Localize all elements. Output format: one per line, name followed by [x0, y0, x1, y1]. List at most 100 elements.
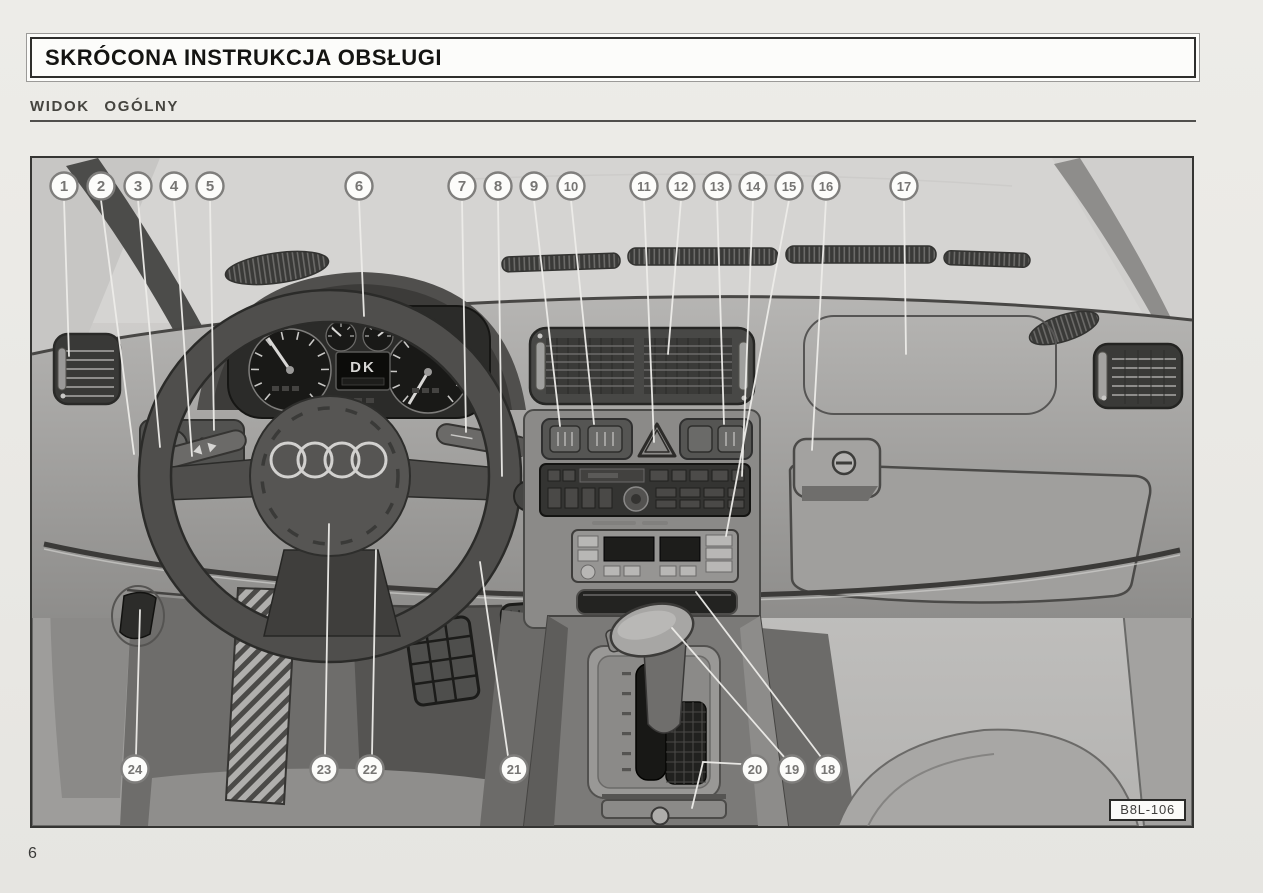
climate-control-panel — [571, 529, 739, 583]
callout-leader-12 — [667, 199, 682, 355]
steering-wheel-rim — [140, 291, 520, 661]
center-air-vents — [528, 326, 756, 406]
storage-tray — [576, 589, 738, 615]
callout-circle-14 — [738, 171, 768, 201]
callout-number-15: 15 — [782, 179, 796, 194]
callout-leader-24 — [135, 609, 141, 756]
shift-lever-stem — [643, 641, 687, 734]
callout-number-7: 7 — [458, 178, 466, 195]
callout-circle-11 — [629, 171, 659, 201]
right-air-vent — [1092, 342, 1184, 410]
callout-number-17: 17 — [897, 179, 911, 194]
page-title: SKRÓCONA INSTRUKCJA OBSŁUGI — [45, 44, 443, 70]
callout-number-4: 4 — [170, 178, 179, 195]
trim-label-mark2 — [642, 521, 668, 525]
callout-number-5: 5 — [206, 178, 214, 195]
steering-wheel — [137, 288, 545, 664]
trim-label-mark — [592, 521, 636, 525]
callout-circle-20 — [740, 754, 770, 784]
hood-release-lever — [111, 585, 165, 647]
climate-display-left — [603, 536, 655, 562]
callout-leader-11 — [643, 199, 655, 443]
console-left-floor — [480, 610, 548, 826]
radio-unit — [539, 463, 751, 517]
callout-leader-2 — [100, 199, 135, 455]
page-number: 6 — [28, 845, 37, 862]
callout-circle-23 — [309, 754, 339, 784]
callout-leader-5 — [209, 199, 215, 431]
callout-leader-4 — [173, 199, 193, 457]
glovebox-latch — [792, 437, 882, 501]
callout-leader-21 — [479, 561, 509, 757]
callout-circle-12 — [666, 171, 696, 201]
callout-number-10: 10 — [564, 179, 578, 194]
section-heading-text: WIDOK OGÓLNY — [30, 98, 180, 115]
callout-number-2: 2 — [97, 178, 105, 195]
callout-circle-9 — [519, 171, 549, 201]
switch-row — [541, 418, 753, 460]
callout-number-21: 21 — [507, 762, 521, 777]
callout-leader-16 — [811, 199, 827, 451]
callout-leader-7 — [461, 199, 467, 433]
callout-circle-4 — [159, 171, 189, 201]
right-a-pillar-edge — [1054, 158, 1192, 393]
left-right-arrows-icon — [193, 442, 217, 455]
callout-leader-14 — [741, 199, 754, 477]
callout-number-9: 9 — [530, 178, 538, 195]
callout-circle-8 — [483, 171, 513, 201]
callout-number-6: 6 — [355, 178, 363, 195]
callout-circle-3 — [123, 171, 153, 201]
callout-leader-17 — [903, 199, 907, 355]
callout-number-8: 8 — [494, 178, 502, 195]
callout-circle-1 — [49, 171, 79, 201]
climate-display-right — [659, 536, 701, 562]
callout-circle-21 — [499, 754, 529, 784]
callout-leader-9 — [533, 199, 561, 427]
dashboard-top-edge — [32, 295, 1192, 356]
callout-circle-5 — [195, 171, 225, 201]
callout-circle-18 — [813, 754, 843, 784]
dashboard-illustration: DK — [32, 158, 1192, 826]
shift-knob — [605, 602, 695, 658]
callout-circle-7 — [447, 171, 477, 201]
callout-number-1: 1 — [60, 178, 68, 195]
callout-circle-24 — [120, 754, 150, 784]
callout-circle-6 — [344, 171, 374, 201]
callout-number-20: 20 — [748, 762, 762, 777]
callout-number-23: 23 — [317, 762, 331, 777]
airbag-pad — [249, 395, 411, 557]
title-box: SKRÓCONA INSTRUKCJA OBSŁUGI — [30, 37, 1196, 78]
cluster-display-text: DK — [350, 359, 376, 376]
dashboard-figure: DK — [30, 156, 1194, 828]
callout-leader-13 — [716, 199, 725, 425]
callout-circle-16 — [811, 171, 841, 201]
passenger-airbag-panel — [803, 315, 1057, 415]
callout-leader-10 — [570, 199, 595, 425]
ashtray-latch — [650, 806, 670, 826]
steering-column — [263, 549, 401, 637]
gear-selector — [522, 602, 790, 826]
audi-rings-icon — [269, 441, 388, 479]
figure-code-label: B8L-106 — [1109, 799, 1186, 821]
section-heading: WIDOK OGÓLNY — [30, 98, 1196, 122]
callout-number-11: 11 — [637, 179, 651, 194]
callout-number-24: 24 — [128, 762, 143, 777]
callout-circle-19 — [777, 754, 807, 784]
callout-circle-10 — [556, 171, 586, 201]
callout-leader-19 — [671, 627, 786, 759]
callout-circle-15 — [774, 171, 804, 201]
left-air-vent — [52, 332, 122, 406]
callout-number-14: 14 — [746, 179, 761, 194]
callout-circle-2 — [86, 171, 116, 201]
callout-leader-18 — [695, 591, 822, 758]
callout-leader-1 — [63, 199, 70, 357]
callout-leader-15 — [725, 199, 790, 537]
callout-leader-20 — [691, 761, 742, 809]
callout-number-12: 12 — [674, 179, 688, 194]
callout-circle-17 — [889, 171, 919, 201]
callout-number-22: 22 — [363, 762, 377, 777]
callout-leader-3 — [137, 199, 161, 448]
callout-number-3: 3 — [134, 178, 142, 195]
